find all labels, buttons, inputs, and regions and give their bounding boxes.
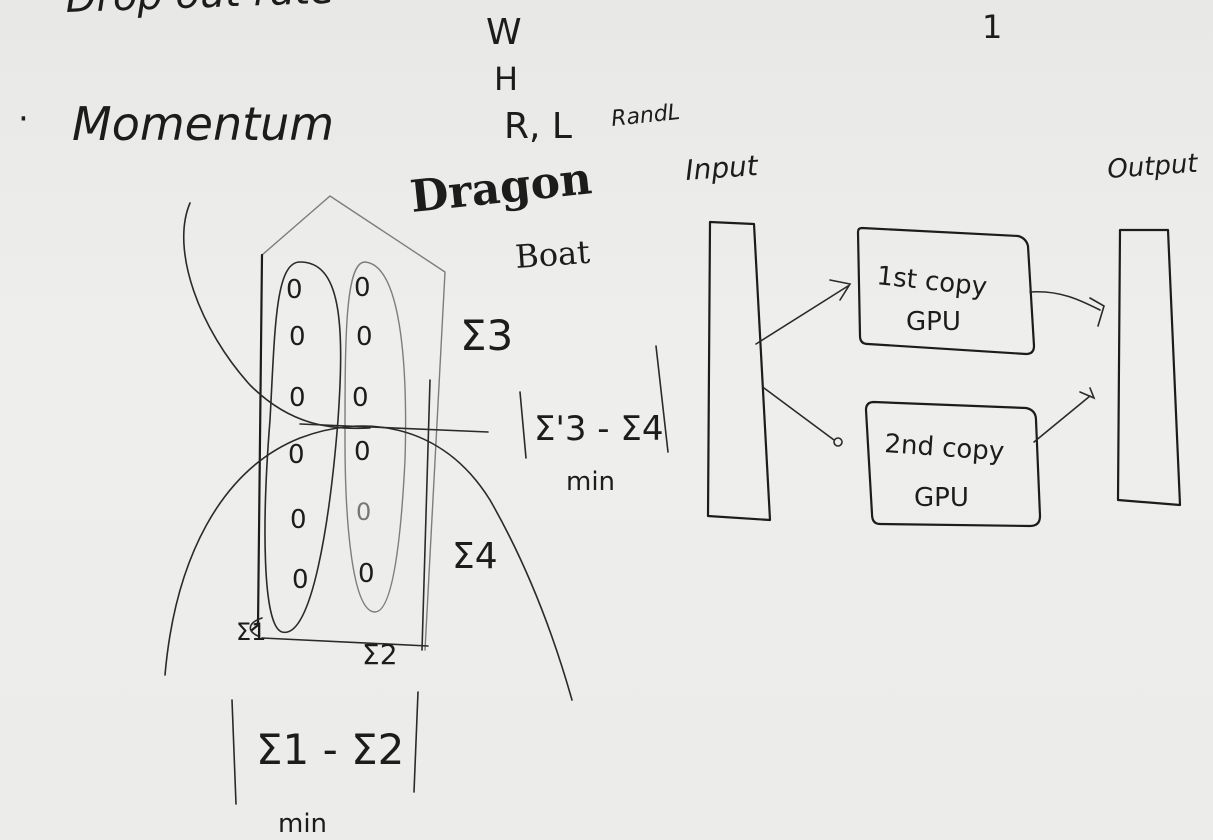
arrow-gpu2-to-output [1033,395,1091,443]
node: 0 [354,273,371,303]
min-label-b: min [278,809,327,839]
rand-label: RandL [610,100,681,132]
node: 0 [286,275,303,305]
gpu-box-2 [864,400,1042,528]
bullet-dot: · [18,99,29,139]
output-label: Output [1106,149,1199,185]
sigma3-minus-sigma4-text: Σ'3 - Σ4 [534,409,663,449]
top-right-mark: 1 [982,8,1002,46]
arrow-gpu1-to-output [1029,290,1101,311]
output-bar [1116,228,1182,507]
gpu2-line1: 2nd copy [884,429,1006,467]
node: 0 [289,383,306,413]
gpu-box-1 [856,226,1036,356]
node: 0 [356,322,373,352]
boat-bottom-line [261,637,429,647]
arrowhead [833,437,843,447]
node: 0 [354,437,371,467]
node: 0 [356,498,371,526]
min-label-a: min [566,467,615,497]
gpu1-line1: 1st copy [875,261,988,302]
momentum-title: Momentum [72,97,334,151]
letter-rl: R, L [504,106,572,147]
sigma1-minus-sigma2-text: Σ1 - Σ2 [256,725,404,774]
abs-bar-left [231,699,237,805]
curl-mark [249,617,263,637]
abs-bar-right [413,691,419,793]
arrowhead [1089,297,1105,327]
input-bar [706,220,772,522]
letter-h: H [494,60,518,98]
node: 0 [289,322,306,352]
input-label: Input [684,149,760,187]
node: 0 [290,505,307,535]
node: 0 [358,559,375,589]
upper-boundary-curve [182,202,371,430]
arrowhead [1079,387,1096,400]
mid-horizontal-line [299,423,489,433]
letter-w: W [486,12,522,53]
gpu1-line2: GPU [906,307,961,337]
arrow-input-to-gpu1 [755,285,849,345]
node: 0 [288,440,305,470]
arrowhead [829,279,852,301]
boat-hull-outline [261,195,446,651]
gpu2-line2: GPU [914,483,969,513]
top-fragment-text: Drop out rate [65,0,336,22]
boat-left-frame [250,253,264,632]
dragon-boat-diagram: 0 0 0 0 0 0 0 0 0 0 0 0 [164,195,573,701]
node: 0 [352,383,369,413]
node: 0 [292,565,309,595]
dragon-label: Dragon [408,153,594,223]
abs-bar-left [519,391,527,459]
right-group-oval [344,261,407,613]
sigma1-minus-sigma2-expression: Σ1 - Σ2 min [231,691,419,839]
sigma-4-label: Σ4 [452,536,498,577]
boat-right-frame [421,379,431,651]
sigma-3-label: Σ3 [460,311,513,360]
sigma3-minus-sigma4-expression: Σ'3 - Σ4 min [519,345,669,497]
sigma-2-label: Σ2 [362,638,398,671]
boat-label: Boat [514,233,591,276]
arrow-input-to-gpu2 [763,387,835,441]
gpu-model-parallel-diagram: Input Output 1st copy GPU 2nd copy GPU [684,149,1199,528]
sigma-1-label: Σ1 [236,618,266,646]
left-group-oval [264,261,342,633]
abs-bar-right [655,345,669,453]
lower-boundary-curve [164,425,573,701]
